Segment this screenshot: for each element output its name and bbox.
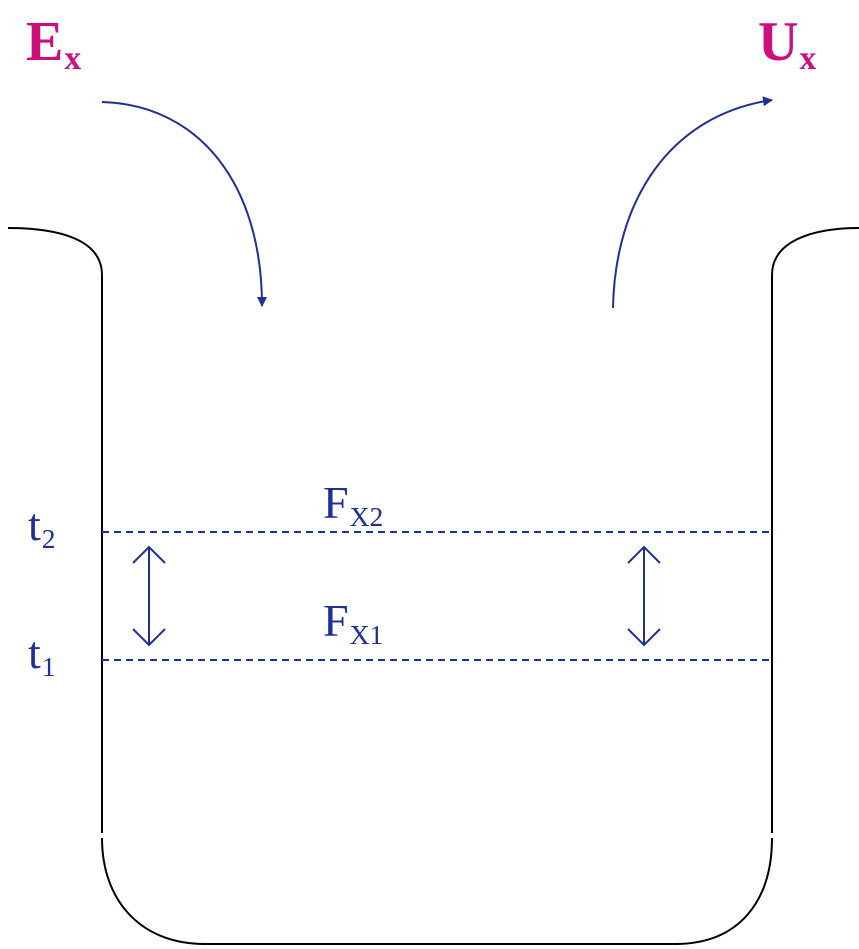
vessel-bottom-right-curve bbox=[674, 837, 773, 945]
time-subscript-upper: 2 bbox=[41, 522, 56, 554]
inflow-subscript: x bbox=[64, 40, 82, 78]
vessel-right-lip bbox=[771, 227, 859, 276]
level-change-arrow-right bbox=[627, 545, 661, 647]
time-symbol-upper: t bbox=[28, 499, 41, 550]
inflow-arrow bbox=[101, 101, 267, 307]
stock-symbol-lower: F bbox=[323, 595, 349, 646]
stock-subscript-upper: X2 bbox=[349, 500, 384, 532]
time-label-upper: t2 bbox=[28, 499, 56, 553]
stock-subscript-lower: X1 bbox=[349, 618, 384, 650]
inflow-symbol: E bbox=[26, 11, 64, 73]
stock-label-lower: FX1 bbox=[323, 595, 383, 649]
stock-symbol-upper: F bbox=[323, 477, 349, 528]
outflow-symbol: U bbox=[758, 11, 799, 73]
inflow-label: Ex bbox=[26, 11, 81, 76]
time-subscript-lower: 1 bbox=[41, 650, 56, 682]
time-symbol-lower: t bbox=[28, 627, 41, 678]
stock-label-upper: FX2 bbox=[323, 477, 383, 531]
outflow-subscript: x bbox=[799, 40, 817, 78]
vessel-bottom-left-curve bbox=[101, 837, 206, 945]
time-label-lower: t1 bbox=[28, 627, 56, 681]
level-change-arrow-left bbox=[132, 545, 166, 647]
vessel-left-lip bbox=[7, 227, 103, 276]
outflow-label: Ux bbox=[758, 11, 816, 76]
outflow-arrow bbox=[612, 96, 773, 309]
